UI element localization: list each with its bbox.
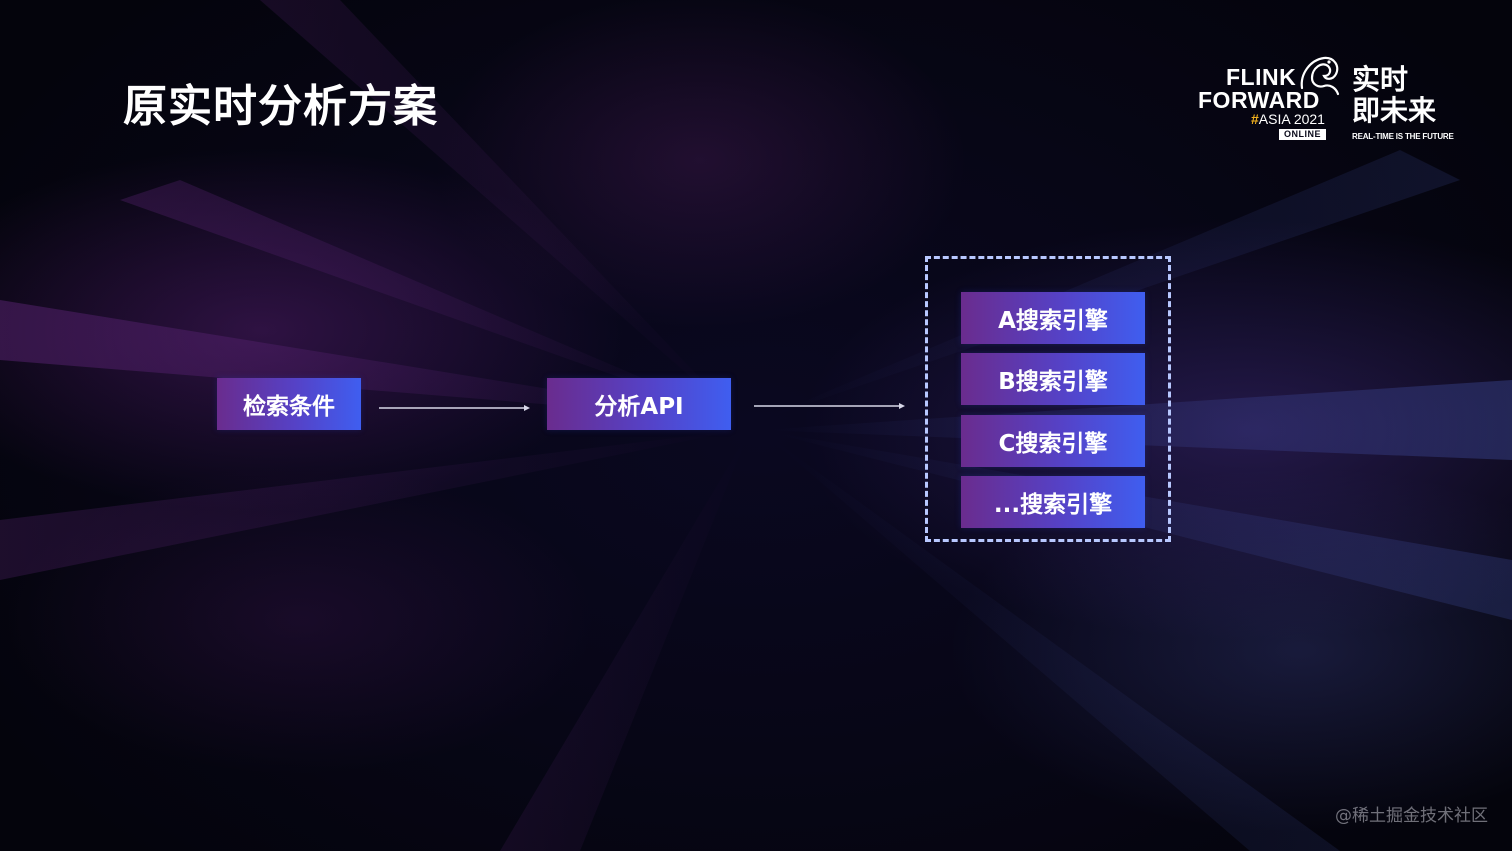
logo-hash: #	[1251, 111, 1259, 127]
analysis-api-node: 分析API	[547, 378, 731, 430]
page-title: 原实时分析方案	[123, 81, 438, 132]
logo-slogan-cn-line1: 实时	[1352, 63, 1409, 96]
arrow-query-to-api	[379, 405, 530, 411]
search-engine-b-node: B搜索引擎	[961, 353, 1145, 405]
logo-asia-text: ASIA 2021	[1258, 111, 1325, 127]
arrow-api-to-engines	[754, 403, 905, 409]
squirrel-icon	[1300, 56, 1340, 96]
watermark: @稀土掘金技术社区	[1335, 806, 1488, 826]
search-engine-a-node: A搜索引擎	[961, 292, 1145, 344]
logo-slogan-cn: 实时 即未来	[1352, 64, 1452, 126]
logo-forward-text: FORWARD	[1198, 87, 1320, 113]
search-engine-group: A搜索引擎 B搜索引擎 C搜索引擎 ...搜索引擎	[925, 256, 1171, 542]
search-engine-more-node: ...搜索引擎	[961, 476, 1145, 528]
logo-asia-2021: #ASIA 2021	[1251, 112, 1325, 127]
logo-slogan-cn-line2: 即未来	[1352, 94, 1437, 127]
logo-slogan-en: REAL-TIME IS THE FUTURE	[1352, 132, 1454, 141]
query-conditions-node: 检索条件	[217, 378, 361, 430]
logo-flink-text: FLINK	[1226, 64, 1297, 90]
logo-online-badge: ONLINE	[1279, 129, 1327, 140]
flink-forward-logo: FLINK FORWARD #ASIA 2021 ONLINE 实时 即未来 R…	[1196, 52, 1456, 148]
search-engine-c-node: C搜索引擎	[961, 415, 1145, 467]
